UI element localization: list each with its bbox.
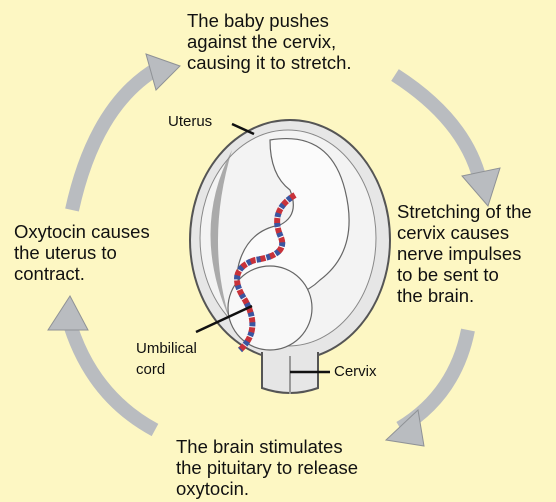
baby-head: [228, 266, 312, 350]
step-oxytocin-causes: Oxytocin causes the uterus to contract.: [14, 221, 150, 284]
label-uterus: Uterus: [168, 111, 212, 132]
arrow-right-to-bottom: [400, 330, 468, 428]
step-stretching-cervix: Stretching of the cervix causes nerve im…: [397, 201, 532, 306]
step-baby-pushes: The baby pushes against the cervix, caus…: [187, 10, 352, 73]
step-brain-stimulates: The brain stimulates the pituitary to re…: [176, 436, 358, 499]
arrowhead-bottom: [386, 410, 424, 446]
label-umbilical-cord: Umbilical cord: [136, 338, 197, 380]
arrowhead-left: [48, 296, 88, 330]
arrowhead-top: [146, 54, 180, 90]
uterus-illustration: [190, 120, 390, 394]
arrow-top-to-right: [395, 75, 480, 180]
arrow-left-to-top: [72, 68, 158, 210]
label-cervix: Cervix: [334, 361, 377, 382]
